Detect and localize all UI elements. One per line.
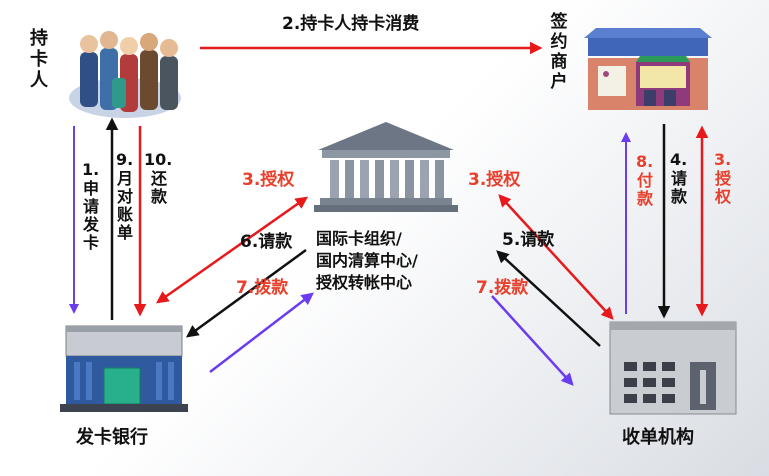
issuer-bank-label: 发卡银行 bbox=[76, 427, 148, 448]
clearing-center-label: 国际卡组织/ 国内清算中心/ 授权转帐中心 bbox=[316, 228, 476, 294]
flow-10-number: 10. bbox=[144, 150, 173, 169]
arrow-5-request-right bbox=[496, 250, 601, 347]
flow-7-right-label: 7.拨款 bbox=[476, 278, 529, 298]
arrow-7-disburse-right bbox=[491, 295, 574, 386]
flow-5-label: 5.请款 bbox=[502, 230, 555, 250]
arrow-7-disburse-left bbox=[209, 292, 314, 373]
flow-8-text: 付款 bbox=[636, 171, 653, 208]
arrow-3-auth-left bbox=[155, 196, 309, 304]
acquirer-label: 收单机构 bbox=[622, 427, 694, 448]
center-line-1: 国际卡组织/ bbox=[316, 229, 402, 248]
issuer-bank-building-icon bbox=[60, 325, 188, 412]
arrow-6-request-left bbox=[185, 248, 307, 338]
arrow-3-auth-right bbox=[498, 194, 614, 320]
flow-1-text: 申请发卡 bbox=[82, 179, 99, 252]
center-line-2: 国内清算中心/ bbox=[316, 251, 418, 270]
flow-7-left-label: 7.拨款 bbox=[236, 278, 289, 298]
flow-3r-number: 3. bbox=[714, 150, 732, 169]
acquirer-building-icon bbox=[609, 321, 737, 415]
flow-2-label: 2.持卡人持卡消费 bbox=[282, 14, 420, 34]
merchant-label: 签约商户 bbox=[550, 12, 568, 92]
merchant-shop-icon bbox=[584, 28, 712, 110]
flow-1-number: 1. bbox=[82, 160, 100, 179]
flow-9-text: 月对账单 bbox=[116, 169, 133, 242]
flow-3r-text: 授权 bbox=[714, 169, 731, 206]
flow-10-text: 还款 bbox=[150, 169, 167, 206]
clearing-center-building-icon bbox=[314, 122, 458, 212]
flow-4-text: 请款 bbox=[670, 169, 687, 206]
cardholder-label: 持卡人 bbox=[30, 28, 48, 91]
flow-3-mid-label: 3.授权 bbox=[468, 170, 521, 190]
flow-8-number: 8. bbox=[636, 152, 654, 171]
flow-3-left-label: 3.授权 bbox=[242, 170, 295, 190]
flow-4-number: 4. bbox=[670, 150, 688, 169]
flow-9-number: 9. bbox=[116, 150, 134, 169]
flow-6-label: 6.请款 bbox=[240, 232, 293, 252]
center-line-3: 授权转帐中心 bbox=[316, 273, 413, 292]
cardholder-people-icon bbox=[69, 31, 181, 118]
